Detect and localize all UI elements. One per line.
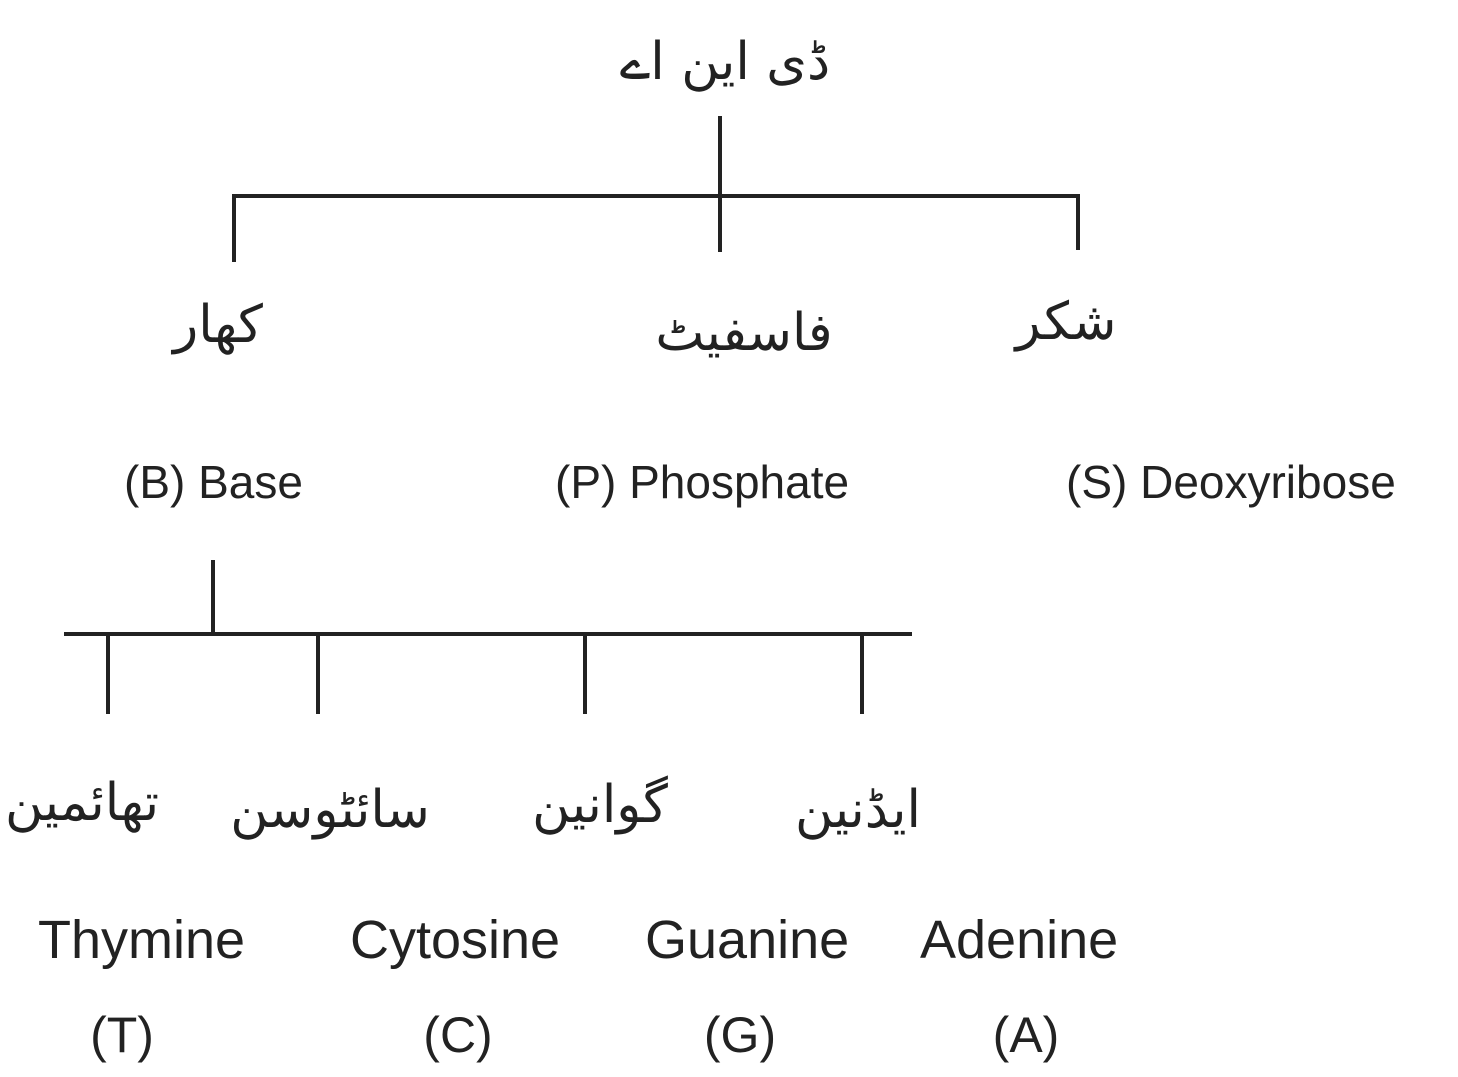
adenine-label-english: Adenine [920, 910, 1119, 970]
phosphate-label-english: (P) Phosphate [555, 456, 850, 508]
thymine-label-english: Thymine [38, 910, 246, 970]
base-label-english: (B) Base [124, 456, 303, 508]
guanine-label-english: Guanine [645, 910, 850, 970]
thymine-code: (T) [90, 1007, 154, 1063]
thymine-label-urdu: تھائمین [4, 773, 160, 833]
sugar-label-english: (S) Deoxyribose [1066, 456, 1396, 508]
phosphate-label-urdu: فاسفیٹ [655, 303, 833, 363]
dna-root-label-urdu: ڈی این اے [619, 32, 831, 92]
guanine-code: (G) [703, 1007, 777, 1063]
cytosine-code: (C) [423, 1007, 493, 1063]
cytosine-label-english: Cytosine [350, 910, 561, 970]
cytosine-label-urdu: سائٹوسن [230, 780, 430, 840]
adenine-code: (A) [992, 1007, 1060, 1063]
guanine-label-urdu: گوانین [532, 775, 668, 835]
adenine-label-urdu: ایڈنین [795, 780, 921, 840]
base-label-urdu: کھار [173, 295, 263, 355]
sugar-label-urdu: شکر [1015, 292, 1117, 352]
